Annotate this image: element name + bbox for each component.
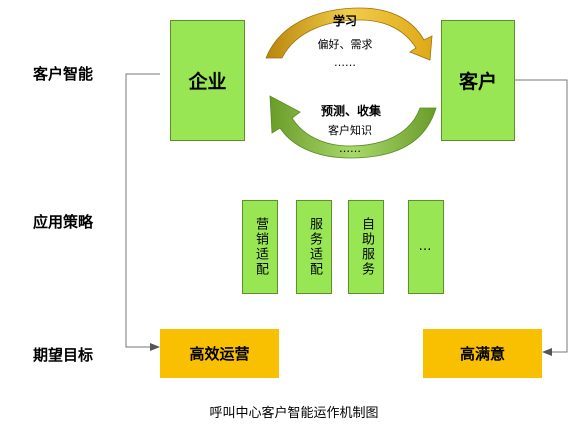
top-cycle-line1: 偏好、需求 — [317, 38, 373, 51]
top-cycle-title: 学习 — [332, 14, 357, 28]
diagram-caption: 呼叫中心客户智能运作机制图 — [209, 406, 379, 421]
strategy-label: … — [418, 239, 434, 254]
right-connector-arrowhead — [542, 348, 552, 356]
bottom-cycle-arrow — [269, 95, 437, 159]
row-label-goal: 期望目标 — [33, 346, 94, 364]
strategy-label: 营销适配 — [253, 217, 268, 277]
strategy-box-self-service: 自助服务 — [348, 200, 384, 294]
customer-box: 客户 — [441, 20, 515, 141]
top-cycle-arrow — [265, 7, 433, 61]
strategy-box-more: … — [408, 200, 444, 294]
bottom-cycle-title: 预测、收集 — [320, 104, 381, 118]
enterprise-box: 企业 — [170, 20, 245, 141]
strategy-box-service: 服务适配 — [296, 200, 332, 294]
left-connector-arrowhead — [150, 343, 160, 351]
row-label-intelligence: 客户智能 — [33, 65, 94, 83]
row-label-strategy: 应用策略 — [33, 213, 94, 231]
bottom-cycle-line2: …… — [339, 142, 361, 155]
strategy-label: 自助服务 — [359, 217, 374, 277]
right-connector-line — [514, 79, 568, 353]
left-connector-line — [125, 73, 160, 348]
top-cycle-line2: …… — [334, 56, 356, 69]
goal-right-box: 高满意 — [423, 329, 542, 378]
strategy-label: 服务适配 — [307, 217, 322, 277]
bottom-cycle-line1: 客户知识 — [328, 124, 372, 137]
strategy-box-marketing: 营销适配 — [242, 200, 278, 294]
goal-left-box: 高效运营 — [160, 329, 279, 378]
